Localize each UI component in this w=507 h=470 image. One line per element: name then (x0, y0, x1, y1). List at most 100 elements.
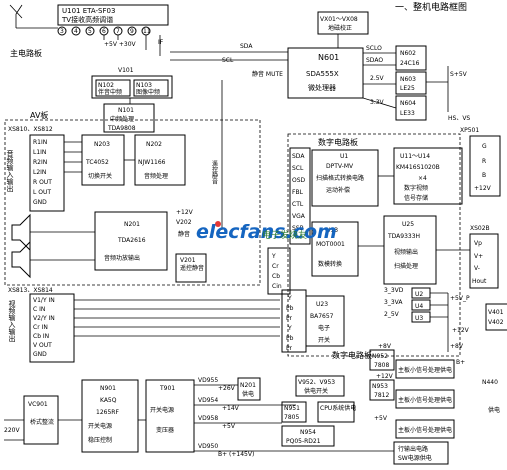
v401-block: V401 V402 (485, 303, 507, 331)
u23-pin: Y (287, 325, 292, 332)
n601-scl-label: SCL (222, 57, 234, 64)
tuner-ref: U101 ETA-SF03 (62, 7, 115, 15)
n201p-ref: N201 (240, 382, 256, 389)
video-pin: V OUT (33, 342, 52, 349)
v202-mute: +12V V202 静音 (176, 209, 194, 238)
video-pin: GND (33, 351, 47, 358)
u11-ref: U11～U14 (400, 153, 430, 160)
n603-part: LE25 (400, 85, 415, 92)
xs02b-pin: Vp (474, 240, 482, 247)
t901-desc1: 开关电源 (150, 406, 174, 414)
small-signal-power: 主板小信号处理供电 主板小信号处理供电 主板小信号处理供电 (395, 359, 455, 439)
rail-12v: +12V (452, 327, 470, 334)
bplus-label: B+ (456, 359, 465, 366)
n901-desc1: 开关电源 (88, 422, 112, 430)
n601-sdao-label: SDAO (366, 57, 383, 64)
xp501-connector: XP501 G R B +12V (460, 127, 501, 197)
u1-dptv: U1 DPTV-MV 扫描格式转换电路 运动补偿 (311, 149, 379, 207)
hout-line2: SW电源供电 (398, 454, 432, 462)
video-io-label: 视频输入输出 (8, 299, 16, 343)
n440-ref: N440 (482, 379, 498, 386)
digital-board-frame (287, 133, 461, 357)
v201-desc: 遥控静音 (180, 264, 204, 272)
u25-part: TDA9333H (387, 233, 420, 240)
video-pin: C IN (33, 306, 45, 313)
tuner-desc: TV接收高频调谐 (61, 15, 113, 24)
u23-switch: Y Pb Pr Y Pb Pr U23 BA7657 电子 开关 (281, 289, 345, 353)
n601-sclo-label: SCLO (366, 45, 382, 52)
n953-regulator: +12V N953 7812 (369, 373, 395, 401)
ac-in-label: 220V (4, 427, 20, 434)
tuner-pin: IF (158, 39, 164, 46)
u13-ref: U13 (326, 227, 338, 234)
u23-pin: Pb (286, 335, 294, 342)
u23-desc2: 开关 (318, 336, 330, 344)
ac-input: 220V (4, 419, 24, 441)
n201p-desc: 供电 (242, 390, 254, 398)
u1-pin: CTL (292, 201, 304, 208)
vc901-ref: VC901 (28, 401, 48, 408)
n901-pwm: N901 KA5Q 1265RF 开关电源 稳压控制 (81, 379, 139, 453)
n901-ref: N901 (100, 385, 116, 392)
n202-audio: N202 NJW1166 音频处理 (134, 134, 186, 186)
u1-mid-pin: Cr (272, 263, 279, 270)
n603-regulator: N603 LE25 2.5V (363, 71, 427, 95)
vx-desc: 地磁校正 (328, 24, 352, 32)
logo-tagline: 电子发烧友 (262, 229, 307, 241)
n101-desc: 中频处理 (110, 115, 134, 123)
u1-pin: SDA (292, 153, 305, 160)
n201-ref: N201 (124, 221, 140, 228)
u23-pin: Y (287, 295, 292, 302)
small-sig-2: 主板小信号处理供电 (398, 396, 452, 404)
n951-ref: N951 (284, 405, 300, 412)
v952-ref: V952、V953 (298, 379, 335, 386)
psu-out: +5V (222, 423, 236, 430)
u13-dac: U13 MOT0001 数模转换 (311, 221, 359, 277)
n601-mcu: N601 SDA555X 微处理器 (287, 47, 364, 99)
n203-desc: 切换开关 (88, 172, 112, 180)
n601-mute-label: 静音 MUTE (252, 70, 283, 78)
hout-power: 行输出电路 SW电源供电 (393, 441, 449, 465)
rail-5vp: +5V_P (450, 295, 470, 302)
tuner-pin: 7 (116, 28, 120, 35)
psu-out: B+ (+145V) (218, 451, 254, 458)
n201-power: N201 供电 (237, 377, 261, 401)
audio-pin: L OUT (33, 189, 51, 196)
v202-ref: V202 (176, 219, 192, 226)
n603-ref: N603 (400, 76, 416, 83)
n951-regulator: N951 7805 (281, 401, 307, 423)
u23-ref: U23 (316, 301, 328, 308)
u1-desc2: 运动补偿 (326, 186, 350, 194)
remote-mute-label: 遥控静音 (211, 159, 218, 185)
xp501-pin: R (482, 158, 486, 165)
n601-ref: N601 (318, 53, 339, 62)
v202-desc: 静音 (178, 230, 190, 238)
u11-desc2: 信号存储 (404, 194, 428, 202)
n203-switch: N203 TC4052 切换开关 (81, 134, 125, 186)
u11-desc1: 数字视频 (404, 184, 428, 192)
xs02b-pin: V- (474, 265, 480, 272)
xs02b-pin: Hout (472, 278, 487, 285)
n202-desc: 音频处理 (144, 172, 168, 180)
psu-out: VD958 (198, 415, 218, 422)
psu-out: VD954 (198, 397, 218, 404)
u25-ref: U25 (402, 221, 414, 228)
cpu-power-label: CPU系统供电 (320, 404, 356, 412)
u1-mid-pins: Y Cr Cb Cin (267, 247, 291, 295)
u13-part: MOT0001 (316, 241, 345, 248)
n203-ref: N203 (94, 141, 110, 148)
psu-out: VD955 (198, 377, 218, 384)
u1-mid-pin: Y (271, 253, 276, 260)
t901-desc2: 变压器 (156, 426, 174, 434)
n953-volt: +12V (376, 373, 394, 380)
tuner-pin: 5 (88, 28, 92, 35)
n102-desc: 伴音中频 (98, 88, 122, 96)
u23-pin: Pr (286, 315, 293, 322)
v402-ref: V402 (488, 319, 504, 326)
s5v-label: S+5V (450, 71, 468, 78)
n601-desc: 微处理器 (308, 83, 336, 92)
psu-out: VD950 (198, 443, 218, 450)
xs02b-pin: V+ (474, 253, 483, 260)
xs02b-connector: XS02B Vp V+ V- Hout (469, 225, 499, 289)
n901-part: KA5Q (100, 397, 117, 404)
